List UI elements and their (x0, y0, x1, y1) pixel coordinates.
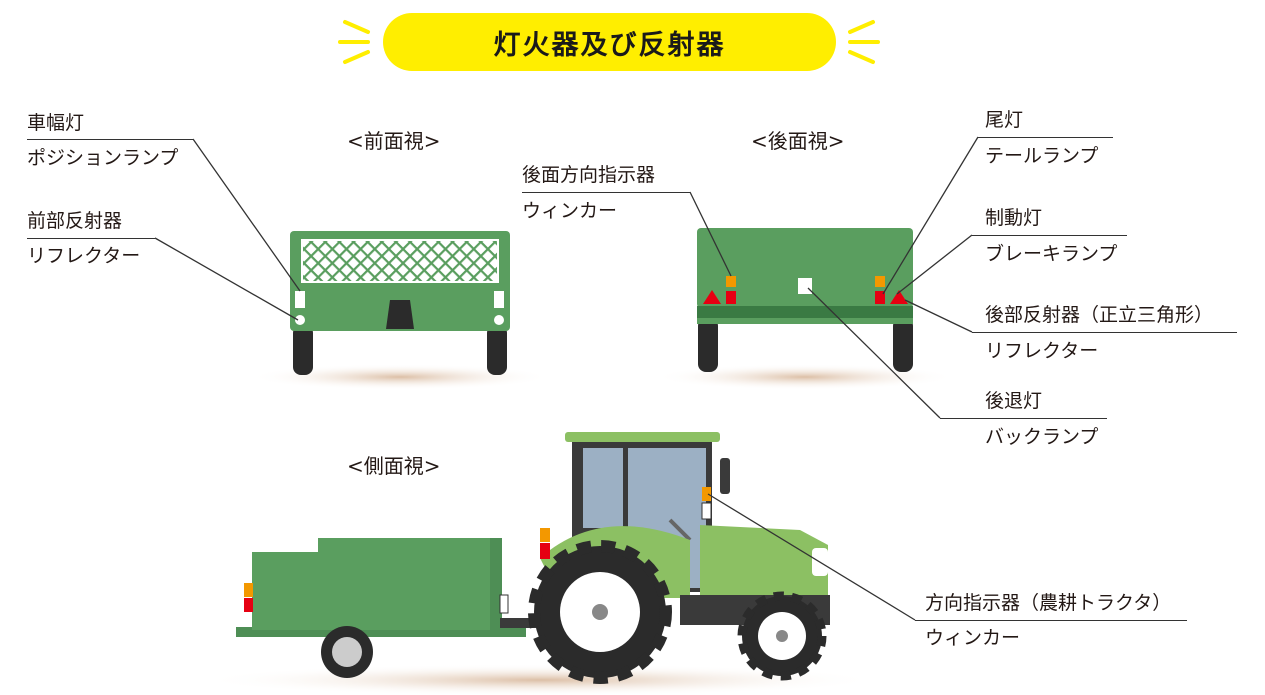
front-reflector-right (494, 315, 504, 325)
label-rear-reflector-sub: リフレクター (985, 340, 1099, 362)
label-reverse-lamp-sub: バックランプ (985, 426, 1099, 448)
label-tail-lamp: 尾灯 (985, 109, 1024, 131)
front-view-caption: <前面視> (347, 129, 441, 153)
label-tail-lamp-sub: テールランプ (985, 145, 1099, 167)
label-divider (27, 238, 155, 239)
label-divider (940, 418, 1107, 419)
front-position-lamp-left (295, 291, 305, 308)
title-burst-left (338, 20, 370, 64)
rear-view-caption: <後面視> (751, 129, 845, 153)
side-view-tractor-trailer (200, 432, 880, 695)
label-brake-lamp: 制動灯 (985, 207, 1043, 229)
label-position-lamp: 車幅灯 (27, 112, 85, 134)
label-divider (522, 192, 690, 193)
page-title: 灯火器及び反射器 (383, 13, 836, 71)
label-brake-lamp-sub: ブレーキランプ (985, 243, 1118, 265)
label-front-reflector: 前部反射器 (27, 210, 123, 232)
title-burst-right (848, 20, 880, 64)
label-divider (972, 235, 1127, 236)
label-divider (978, 137, 1113, 138)
label-front-reflector-sub: リフレクター (27, 245, 141, 267)
label-divider (27, 139, 193, 140)
front-position-lamp-right (494, 291, 504, 308)
label-divider (915, 620, 1187, 621)
front-reflector-left (295, 315, 305, 325)
label-rear-reflector: 後部反射器（正立三角形） (985, 304, 1214, 326)
label-rear-turn-signal-sub: ウィンカー (522, 200, 618, 222)
rear-view-trailer (655, 228, 955, 390)
leader-lines (154, 136, 979, 621)
label-tractor-turn-signal-sub: ウィンカー (925, 627, 1021, 649)
front-view-trailer (250, 231, 550, 390)
label-reverse-lamp: 後退灯 (985, 390, 1043, 412)
label-divider (972, 332, 1237, 333)
label-rear-turn-signal: 後面方向指示器 (522, 164, 656, 186)
side-view-caption: <側面視> (347, 454, 441, 478)
label-position-lamp-sub: ポジションランプ (27, 147, 179, 169)
label-tractor-turn-signal: 方向指示器（農耕トラクタ） (925, 592, 1172, 614)
